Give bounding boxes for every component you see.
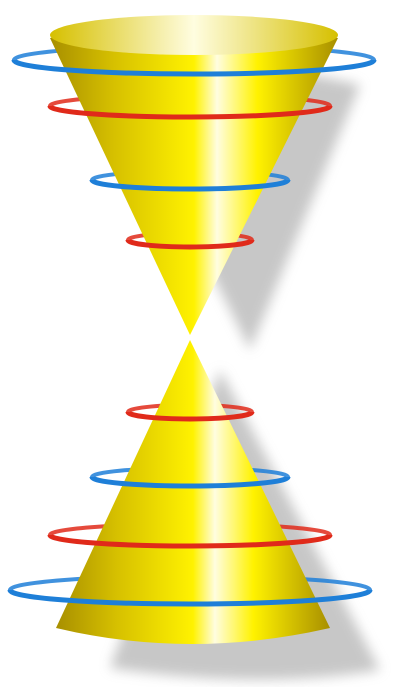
lower-cone-body (56, 340, 330, 644)
upper-cone-rim (50, 15, 338, 55)
lower-cone (56, 340, 330, 644)
